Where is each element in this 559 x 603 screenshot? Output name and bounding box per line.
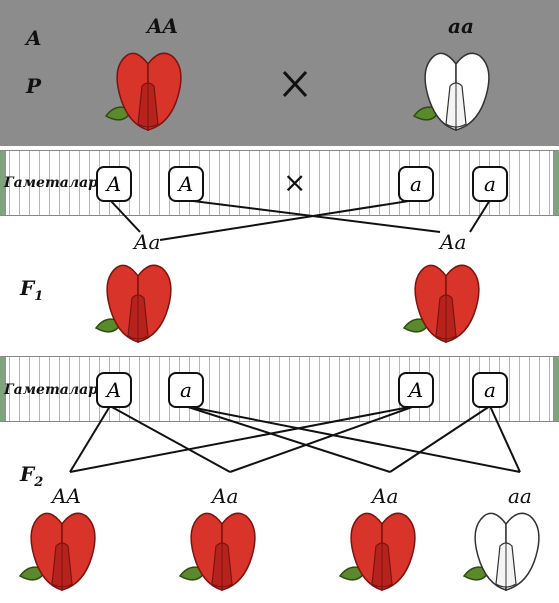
gamete-2-3: A [398,372,434,408]
f2-genotype-1: AA [52,484,81,508]
flower-f2-aa-het-1 [176,506,268,596]
f1-genotype-left: Aa [134,230,160,254]
flower-p-red [102,46,194,136]
line-g2-6 [230,406,415,472]
genotype-left: AA [147,14,178,38]
gamete-2-4: a [472,372,508,408]
generation-f2-label: F2 [20,462,43,490]
gamete-1-4: a [472,166,508,202]
line-g2-5 [70,406,415,472]
gametes-label-2: Гаметалар [4,382,98,398]
line-g2-1 [70,406,110,472]
line-g1-d1 [470,200,490,232]
f1-genotype-right: Aa [440,230,466,254]
flower-f2-aa-recessive [460,506,552,596]
line-g2-7 [390,406,490,472]
line-g1-a1 [110,200,140,232]
line-g2-8 [490,406,520,472]
flower-f1-right [400,258,492,348]
flower-f2-aa-het-2 [336,506,428,596]
line-g2-4 [185,406,520,472]
genotype-right: aa [448,14,474,38]
flower-f2-aa-dominant [16,506,108,596]
f2-genotype-3: Aa [372,484,398,508]
gamete-2-2: a [168,372,204,408]
f2-genotype-4: aa [508,484,532,508]
top-letter: A [26,26,42,50]
line-g1-c1 [160,200,415,240]
generation-f1-label: F1 [20,276,43,304]
flower-f1-left [92,258,184,348]
line-g2-2 [110,406,230,472]
gamete-2-1: A [96,372,132,408]
gamete-1-1: A [96,166,132,202]
gamete-1-2: A [168,166,204,202]
gametes-label-1: Гаметалар [4,175,98,191]
gamete-1-3: a [398,166,434,202]
flower-p-white [410,46,502,136]
generation-p-label: P [26,74,41,98]
cross-symbol-gametes: × [283,166,306,199]
f2-genotype-2: Aa [212,484,238,508]
